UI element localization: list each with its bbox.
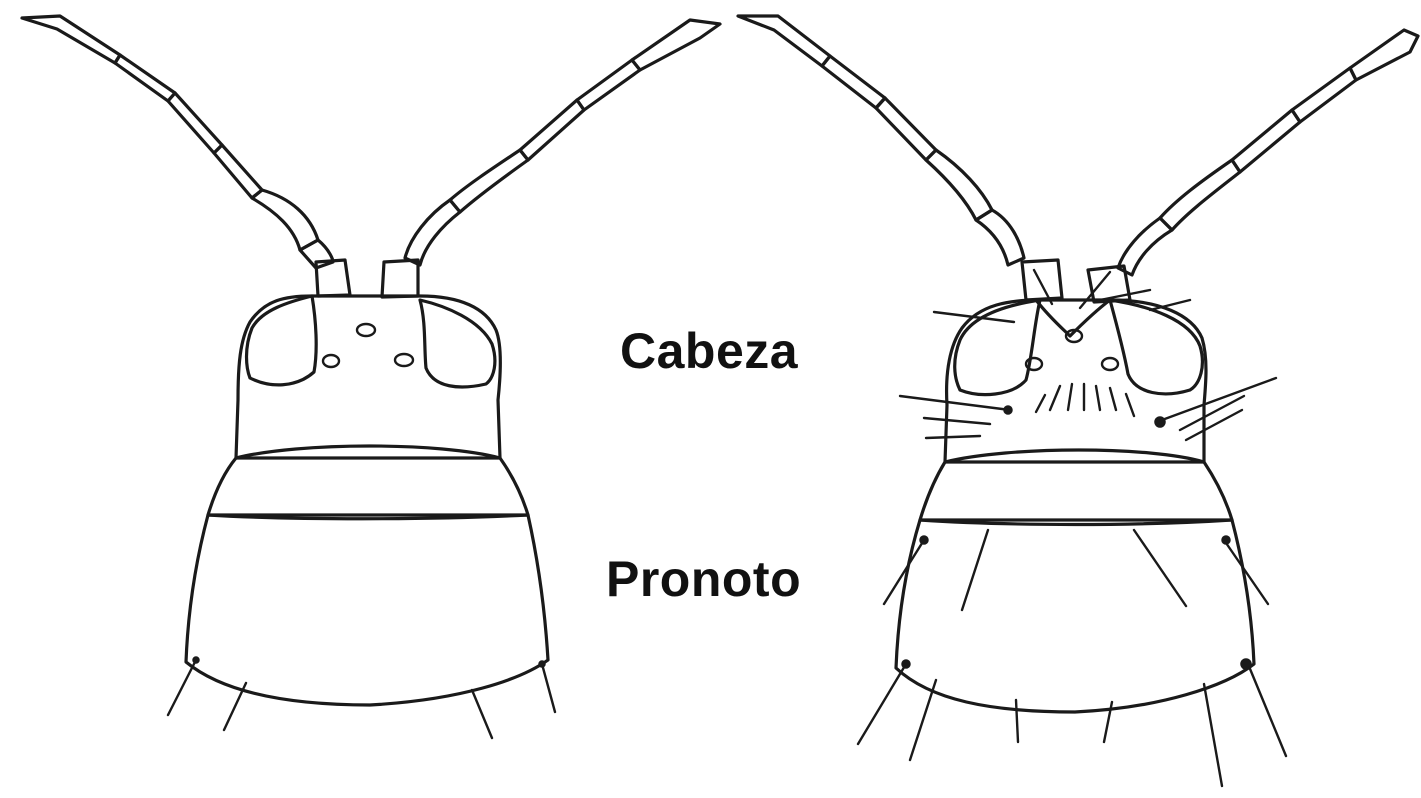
right-specimen-antenna-right bbox=[1088, 30, 1418, 302]
left-specimen-ocellus-top bbox=[357, 324, 375, 336]
left-specimen-eye-left bbox=[247, 296, 317, 385]
left-specimen-ocellus-right bbox=[395, 354, 413, 366]
right-specimen-eye-left bbox=[955, 300, 1040, 395]
right-specimen-pronotum-setae bbox=[858, 530, 1286, 786]
right-specimen-eye-right bbox=[1110, 300, 1202, 394]
left-specimen-setae bbox=[168, 657, 555, 738]
left-specimen-antenna-right bbox=[382, 20, 720, 297]
left-specimen-antenna-left bbox=[22, 16, 350, 296]
left-specimen-head-capsule bbox=[236, 296, 500, 458]
left-specimen-neck bbox=[208, 446, 528, 515]
pronotum-label: Pronoto bbox=[606, 550, 801, 608]
right-specimen-ocellus-right bbox=[1102, 358, 1118, 370]
right-specimen-pronotum bbox=[896, 520, 1254, 712]
head-label: Cabeza bbox=[620, 322, 798, 380]
left-specimen bbox=[22, 16, 720, 738]
right-specimen-antenna-left bbox=[738, 16, 1062, 300]
right-specimen-head-striations bbox=[1036, 384, 1134, 416]
left-specimen-ocellus-left bbox=[323, 355, 339, 367]
left-specimen-pronotum bbox=[186, 515, 548, 705]
right-specimen-head-capsule bbox=[945, 300, 1206, 462]
right-specimen bbox=[738, 16, 1418, 786]
